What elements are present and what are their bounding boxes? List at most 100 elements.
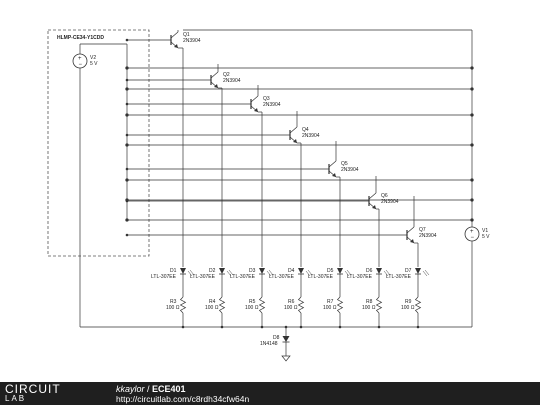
led-model: LTL-307EE: [230, 274, 256, 280]
source-ref: V1: [482, 228, 488, 234]
led-ref: D4: [288, 268, 295, 274]
junction-dot: [470, 143, 474, 147]
led-ref: D6: [366, 268, 373, 274]
logo-text-top: CIRCUIT: [5, 382, 61, 396]
junction-dot: [470, 87, 474, 91]
voltage-sources: +−V25 V+−V15 V: [72, 53, 490, 242]
resistor-value: 100 Ω: [205, 305, 219, 311]
svg-text:+: +: [470, 229, 474, 235]
module-box: [47, 29, 150, 257]
led-model: LTL-307EE: [190, 274, 216, 280]
footer-username[interactable]: kkaylor: [116, 384, 145, 394]
footer-bar: CIRCUIT LAB kkaylor / ECE401 http://circ…: [0, 382, 540, 405]
transistor-model: 2N3904: [263, 102, 281, 108]
junction-dot: [125, 143, 129, 147]
junction-dot: [299, 325, 303, 329]
junction-dot: [470, 198, 474, 202]
resistor-ref: R5: [249, 299, 256, 305]
transistor-model: 2N3904: [223, 78, 241, 84]
resistor-ref: R9: [405, 299, 412, 305]
led-model: LTL-307EE: [151, 274, 177, 280]
voltage-source-v2[interactable]: +−V25 V: [72, 53, 98, 69]
ground-icon: [281, 355, 291, 362]
junction-dot: [125, 233, 129, 237]
source-value: 5 V: [482, 234, 490, 240]
resistor-ref: R8: [366, 299, 373, 305]
junction-dot: [125, 78, 129, 82]
led-ref: D3: [249, 268, 256, 274]
voltage-source-v1[interactable]: +− V15 V: [464, 226, 490, 242]
transistor-model: 2N3904: [183, 38, 201, 44]
svg-text:−: −: [471, 235, 475, 241]
junction-dot: [470, 113, 474, 117]
transistor-model: 2N3904: [302, 133, 320, 139]
resistor-ref: R3: [170, 299, 177, 305]
transistor-ref: Q6: [381, 193, 388, 199]
led-ref: D5: [327, 268, 334, 274]
resistor-ref: R4: [209, 299, 216, 305]
transistor-ref: Q3: [263, 96, 270, 102]
transistor-model: 2N3904: [419, 233, 437, 239]
led-ref: D7: [405, 268, 412, 274]
footer-circuit-title[interactable]: ECE401: [152, 384, 186, 394]
source-value: 5 V: [90, 61, 98, 67]
junction-dot: [220, 325, 224, 329]
transistor-ref: Q7: [419, 227, 426, 233]
junction-dot: [416, 325, 420, 329]
transistor-ref: Q1: [183, 32, 190, 38]
transistor-ref: Q2: [223, 72, 230, 78]
transistor-model: 2N3904: [381, 199, 399, 205]
schematic: HLMP-CE34-Y1CDD +−V25 V+−V15 V Q12N3904Q…: [47, 29, 490, 362]
resistor-value: 100 Ω: [245, 305, 259, 311]
junction-dot: [125, 113, 129, 117]
junction-dot: [260, 325, 264, 329]
junction-dot: [125, 87, 129, 91]
junction-dot: [181, 325, 185, 329]
transistor-ref: Q4: [302, 127, 309, 133]
wires: [79, 29, 474, 328]
junction-dot: [125, 167, 129, 171]
junction-dot: [125, 66, 129, 70]
junction-dot: [125, 178, 129, 182]
led-model: LTL-307EE: [347, 274, 373, 280]
module-label: HLMP-CE34-Y1CDD: [57, 35, 104, 41]
resistor-ref: R6: [288, 299, 295, 305]
diode-model: 1N4148: [260, 341, 278, 347]
footer-url[interactable]: http://circuitlab.com/c8rdh34cfw64n: [116, 394, 250, 404]
junction-dot: [125, 38, 129, 42]
resistor-value: 100 Ω: [362, 305, 376, 311]
resistor-value: 100 Ω: [401, 305, 415, 311]
footer-separator: /: [144, 384, 153, 394]
junction-dot: [284, 325, 288, 329]
junction-dot: [377, 325, 381, 329]
logo-text-bottom: LAB: [5, 394, 27, 403]
svg-text:−: −: [79, 62, 83, 68]
junction-dot: [125, 102, 129, 106]
led-ref: D2: [209, 268, 216, 274]
circuitlab-logo[interactable]: CIRCUIT LAB: [5, 383, 95, 404]
junction-dot: [470, 178, 474, 182]
